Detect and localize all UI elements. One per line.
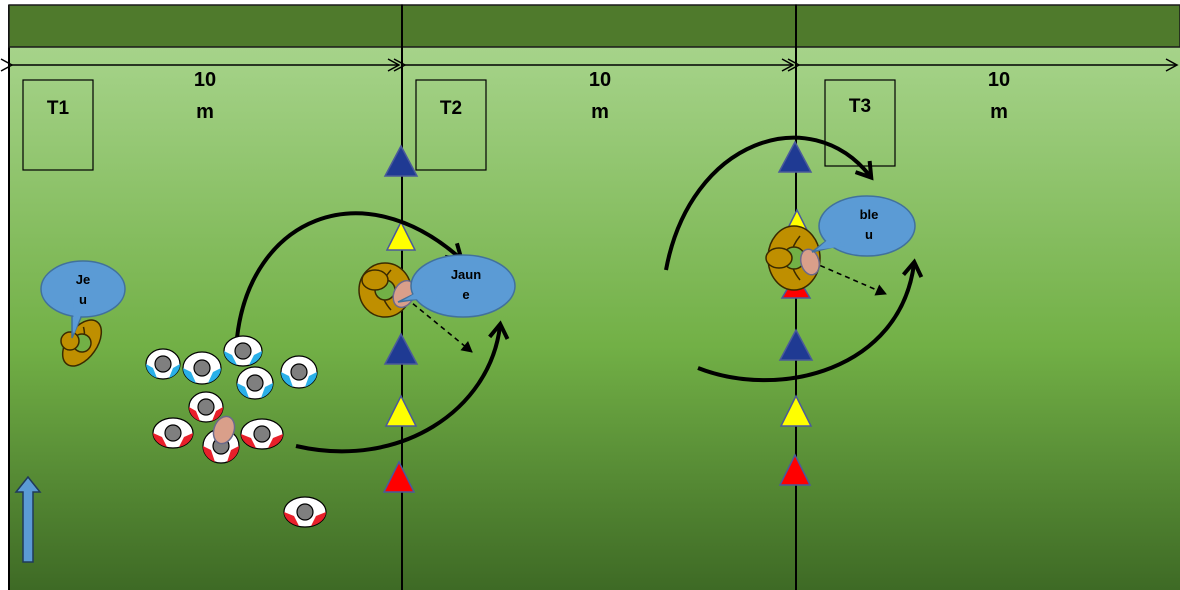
cone-icon xyxy=(779,394,813,427)
speech-bubble-icon xyxy=(40,260,126,339)
player-icon xyxy=(236,366,274,400)
player-icon xyxy=(152,417,194,449)
curved-arrow-zone3-top xyxy=(664,135,874,271)
cone-icon xyxy=(777,140,813,173)
cone-icon xyxy=(778,453,812,486)
pass-arrow-zone3 xyxy=(811,261,887,296)
pass-arrows xyxy=(405,261,887,353)
curved-arrow-zone2-top xyxy=(235,211,465,339)
player-icon xyxy=(223,335,263,367)
player-icon xyxy=(188,391,224,423)
grass-area xyxy=(9,47,1180,590)
cone-icon xyxy=(383,332,419,365)
cone-icon xyxy=(382,460,416,493)
distance-label-zone2: 10 m xyxy=(588,69,612,123)
red-team-players xyxy=(152,391,327,528)
header-strip-zone3 xyxy=(795,4,1180,48)
ball-icon xyxy=(799,248,821,276)
player-icon xyxy=(182,351,222,385)
header-strip-zone1 xyxy=(8,4,403,48)
cone-icon xyxy=(383,144,419,177)
player-icon xyxy=(145,348,181,380)
curved-arrow-zone3-bottom xyxy=(697,258,924,383)
zone-label-t3: T3 xyxy=(848,96,872,117)
cone-icon xyxy=(385,220,417,251)
movement-arrows xyxy=(235,135,924,454)
player-icon xyxy=(283,496,327,528)
cone-icon xyxy=(778,328,814,361)
cone-icon xyxy=(384,394,418,427)
speech-bubble-icon xyxy=(811,195,916,257)
zone-label-t2: T2 xyxy=(439,98,463,119)
player-icon xyxy=(280,355,318,389)
player-icon xyxy=(361,269,389,291)
up-arrow-icon xyxy=(14,475,42,563)
bubble-text-jaune: Jaun e xyxy=(450,267,482,302)
player-icon xyxy=(240,418,284,450)
speech-bubble-icon xyxy=(397,254,516,318)
zone-box-t2 xyxy=(415,79,487,171)
distance-label-zone1: 10 m xyxy=(193,69,217,123)
ball-icon xyxy=(212,415,236,445)
header-strip-zone2 xyxy=(401,4,797,48)
zone-label-t1: T1 xyxy=(46,98,70,119)
bubble-text-bleu: ble u xyxy=(859,207,879,242)
header-strips xyxy=(8,4,1180,48)
blue-team-players xyxy=(145,335,318,400)
bubble-text-jeu: Je u xyxy=(75,272,91,307)
curved-arrow-zone2-bottom xyxy=(295,320,510,454)
distance-label-zone3: 10 m xyxy=(987,69,1011,123)
player-icon xyxy=(765,247,793,269)
player-icon xyxy=(60,331,80,351)
zone-box-t1 xyxy=(22,79,94,171)
cone-markers xyxy=(382,140,814,493)
